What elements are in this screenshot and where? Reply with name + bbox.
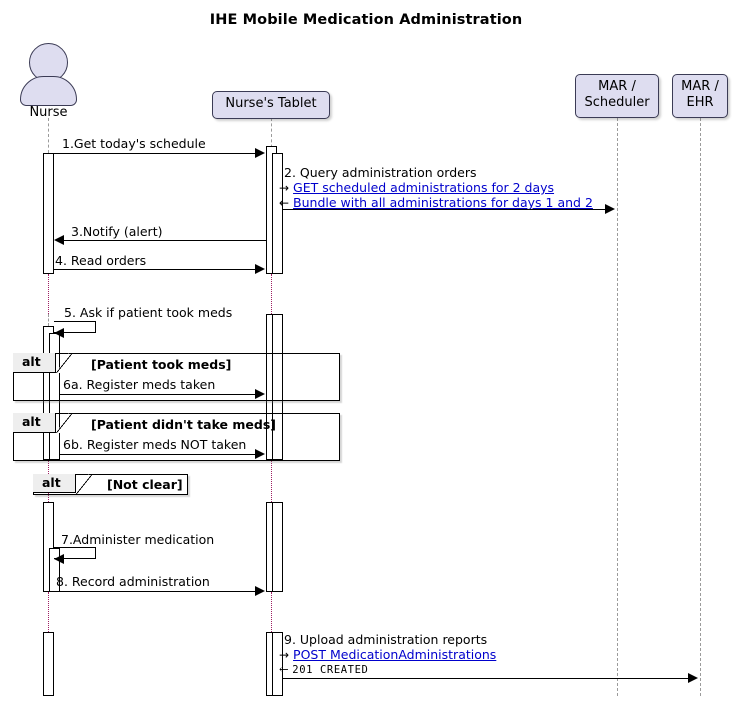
message-3-label: 3.Notify (alert) [71, 224, 163, 239]
lifeline-gap-nurse-1 [48, 274, 49, 314]
message-7-label: 7.Administer medication [61, 532, 215, 547]
message-4-arrowhead [255, 264, 265, 274]
fragment-alt-1-condition: [Patient took meds] [91, 357, 232, 372]
message-2-response-link[interactable]: Bundle with all administrations for days… [293, 195, 593, 210]
activation-tablet-inner-1 [272, 153, 283, 274]
message-8-arrowhead [255, 586, 265, 596]
message-3-line [64, 240, 266, 241]
message-9-response: ← 201 CREATED [279, 662, 368, 678]
participant-nurses-tablet-label: Nurse's Tablet [225, 96, 317, 111]
message-5-label: 5. Ask if patient took meds [64, 305, 233, 320]
lifeline-ehr [700, 118, 701, 696]
message-2-line [283, 209, 607, 210]
lifeline-tablet [271, 118, 272, 153]
message-6b-line [60, 454, 257, 455]
lifeline-gap-tablet-2 [271, 460, 272, 502]
message-6b-arrowhead [255, 449, 265, 459]
message-5-selfloop [54, 321, 96, 333]
message-8-line [60, 591, 257, 592]
message-1-line [54, 153, 257, 154]
fragment-alt-2-operator: alt [22, 414, 41, 429]
message-9-request-link[interactable]: POST MedicationAdministrations [293, 647, 497, 662]
fragment-alt-2-notch [56, 413, 72, 433]
activation-nurse-4 [43, 632, 54, 696]
message-9-label: 9. Upload administration reports [284, 632, 488, 647]
fragment-alt-patient-took-meds [13, 353, 340, 401]
lifeline-gap-tablet-3 [271, 592, 272, 632]
message-6a-label: 6a. Register meds taken [63, 377, 216, 392]
participant-mar-scheduler-line2: Scheduler [584, 95, 650, 110]
message-6a-arrowhead [255, 389, 265, 399]
lifeline-gap-tablet-1 [271, 274, 272, 314]
message-1-label: 1.Get today's schedule [62, 136, 206, 151]
participant-mar-ehr[interactable]: MAR / EHR [672, 74, 728, 118]
activation-nurse-3 [43, 502, 54, 592]
request-arrow-icon: → [279, 181, 290, 195]
activation-nurse-self-2 [49, 548, 60, 592]
message-4-line [54, 269, 257, 270]
fragment-alt-3-operator: alt [42, 475, 61, 490]
participant-mar-ehr-line1: MAR / [681, 79, 719, 94]
message-9-request: → POST MedicationAdministrations [279, 647, 496, 663]
message-8-label: 8. Record administration [56, 574, 210, 589]
fragment-alt-2-tab: alt [13, 413, 56, 433]
participant-nurses-tablet[interactable]: Nurse's Tablet [212, 91, 330, 119]
participant-mar-scheduler-line1: MAR / [598, 79, 636, 94]
message-2-arrowhead [605, 204, 615, 214]
message-5-arrowhead [54, 328, 64, 338]
message-3-arrowhead [54, 235, 64, 245]
actor-nurse-body [20, 76, 77, 106]
response-arrow-icon: ← [279, 196, 290, 210]
message-9-arrowhead [688, 673, 698, 683]
fragment-alt-patient-didnt-take-meds [13, 413, 340, 461]
fragment-alt-1-notch [56, 353, 72, 373]
message-2-label: 2. Query administration orders [284, 165, 477, 180]
message-7-arrowhead [54, 554, 64, 564]
fragment-alt-3-notch [76, 474, 92, 494]
message-2-response: ← Bundle with all administrations for da… [279, 195, 593, 211]
message-9-response-status: 201 CREATED [292, 664, 369, 676]
participant-mar-scheduler[interactable]: MAR / Scheduler [575, 74, 659, 118]
lifeline-gap-nurse-3 [48, 592, 49, 632]
request-arrow-icon: → [279, 648, 290, 662]
participant-mar-ehr-line2: EHR [686, 95, 714, 110]
message-1-arrowhead [255, 148, 265, 158]
message-6a-line [60, 394, 257, 395]
message-6b-label: 6b. Register meds NOT taken [63, 437, 247, 452]
message-4-label: 4. Read orders [55, 253, 147, 268]
message-2-request-link[interactable]: GET scheduled administrations for 2 days [293, 180, 555, 195]
lifeline-nurse [48, 118, 49, 153]
message-9-line [283, 678, 690, 679]
activation-tablet-inner-2 [272, 314, 283, 460]
fragment-alt-1-tab: alt [13, 353, 56, 373]
activation-tablet-inner-3 [272, 502, 283, 592]
fragment-alt-3-tab: alt [33, 474, 76, 493]
lifeline-scheduler [617, 118, 618, 696]
fragment-alt-1-operator: alt [22, 354, 41, 369]
lifeline-nurse-2 [48, 314, 49, 326]
actor-nurse-label: Nurse [29, 105, 68, 120]
fragment-alt-2-condition: [Patient didn't take meds] [91, 417, 276, 432]
fragment-alt-3-condition: [Not clear] [107, 477, 183, 492]
message-7-selfloop [54, 547, 96, 559]
activation-tablet-inner-4 [272, 632, 283, 696]
diagram-title: IHE Mobile Medication Administration [209, 12, 523, 28]
message-2-request: → GET scheduled administrations for 2 da… [279, 180, 554, 196]
activation-nurse-1 [43, 153, 54, 274]
response-arrow-icon: ← [279, 662, 289, 676]
